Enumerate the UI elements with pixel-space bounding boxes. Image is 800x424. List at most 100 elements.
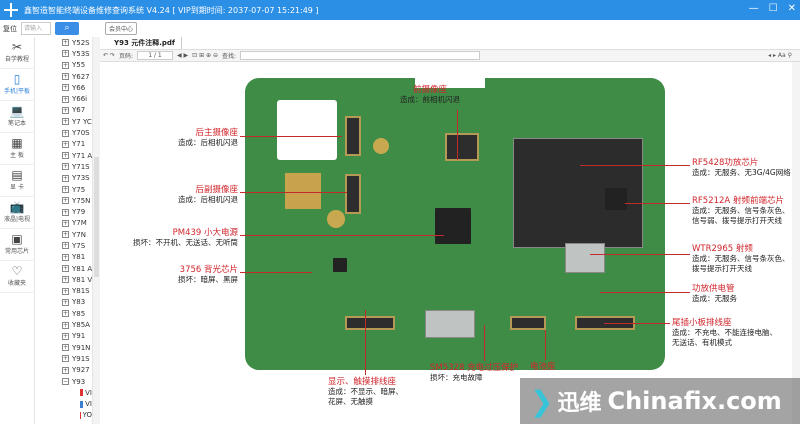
expand-icon[interactable]: + [62, 355, 69, 363]
expand-icon[interactable]: + [62, 152, 69, 160]
member-center-button[interactable]: 会员中心 [105, 22, 138, 35]
search-button[interactable]: ⌕ [55, 22, 79, 35]
expand-icon[interactable]: + [62, 118, 69, 126]
annotation-desc: 造成：无服务 [692, 294, 737, 303]
find-label: 查找: [221, 53, 237, 60]
expand-icon[interactable]: + [62, 366, 69, 374]
tree-item[interactable]: +Y91 [62, 332, 86, 341]
tree-item[interactable]: +Y66 [62, 83, 86, 92]
tree-item[interactable]: +Y55 [62, 61, 86, 70]
expand-icon[interactable]: + [62, 242, 69, 250]
expand-icon[interactable]: + [62, 174, 69, 182]
tree-item[interactable]: +Y627 [62, 72, 90, 81]
tree-item[interactable]: +Y85 [62, 309, 86, 318]
find-input[interactable] [240, 51, 481, 60]
expand-icon[interactable]: + [62, 84, 69, 92]
tree-item[interactable]: +Y91S [62, 354, 90, 363]
expand-icon[interactable]: + [62, 321, 69, 329]
expand-icon[interactable]: + [62, 231, 69, 239]
expand-icon[interactable]: + [62, 129, 69, 137]
tree-item[interactable]: +Y52S [62, 38, 90, 47]
expand-icon[interactable]: + [62, 287, 69, 295]
nav-item[interactable]: ▣常用芯片 [0, 229, 34, 261]
phone-tablet-icon: ▯ [13, 72, 21, 86]
tree-item[interactable]: +Y66i [62, 95, 88, 104]
annotation-desc: 损坏：充电故障 [430, 373, 483, 382]
expand-icon[interactable]: + [62, 106, 69, 114]
maximize-button[interactable]: ☐ [768, 3, 778, 14]
reset-button[interactable]: 复位 [3, 24, 17, 33]
tree-item[interactable]: +Y67 [62, 106, 86, 115]
expand-icon[interactable]: + [62, 208, 69, 216]
nav-item[interactable]: 💻笔记本 [0, 101, 34, 133]
nav-item[interactable]: ▯手机|平板 [0, 69, 34, 101]
annotation-desc: 损坏：暗屏、黑屏 [178, 275, 238, 284]
expand-icon[interactable]: + [62, 276, 69, 284]
expand-icon[interactable]: + [62, 73, 69, 81]
tree-item[interactable]: −Y93 [62, 377, 86, 386]
nav-item[interactable]: 📺液晶|电视 [0, 197, 34, 229]
model-dropdown[interactable]: 请输入 [21, 22, 51, 35]
tree-item[interactable]: +Y75 [62, 185, 86, 194]
tree-item[interactable]: +Y7 YC [62, 117, 92, 126]
expand-icon[interactable]: + [62, 332, 69, 340]
tree-item[interactable]: +Y71 [62, 140, 86, 149]
tree-item[interactable]: +Y7M [62, 219, 87, 228]
annotation-desc: 花屏、无触摸 [328, 397, 373, 406]
tree-item[interactable]: +Y70S [62, 129, 90, 138]
annotation-desc: 造成：不充电、不能连接电脑、 [672, 328, 777, 337]
nav-item[interactable]: ✂自学教程 [0, 37, 34, 69]
expand-icon[interactable]: + [62, 140, 69, 148]
expand-icon[interactable]: + [62, 186, 69, 193]
tree-item[interactable]: +Y83 [62, 298, 86, 307]
tree-item[interactable]: +Y81 [62, 253, 86, 262]
zoom-icons[interactable]: ⊡ ⊞ ⊕ ⊖ [192, 52, 218, 59]
close-button[interactable]: ✕ [787, 3, 796, 14]
tree-item[interactable]: +Y927 [62, 366, 90, 375]
file-icon [80, 411, 81, 419]
expand-icon[interactable]: + [62, 253, 69, 261]
tree-item[interactable]: +Y7N [62, 230, 86, 239]
tree-item[interactable]: +Y81 A [62, 264, 92, 273]
tree-file-item[interactable]: YO [80, 411, 92, 420]
tree-item[interactable]: +Y81 V [62, 275, 92, 284]
tab-pdf[interactable]: Y93 元件注释.pdf [108, 37, 182, 49]
tree-item[interactable]: +Y53S [62, 49, 90, 58]
pdf-scrollbar[interactable] [792, 62, 800, 424]
expand-icon[interactable]: + [62, 61, 69, 69]
annotation-pointer [240, 136, 342, 137]
tree-item[interactable]: +Y79 [62, 208, 86, 217]
expand-icon[interactable]: + [62, 163, 69, 171]
find-nav-icon[interactable]: ◂ ▸ Aa ⚲ [768, 52, 792, 59]
collapse-icon[interactable]: − [62, 378, 69, 386]
tree-item[interactable]: +Y85A [62, 321, 90, 330]
expand-icon[interactable]: + [62, 310, 69, 318]
tree-item[interactable]: +Y91N [62, 343, 91, 352]
prev-page-icon[interactable]: ◀ ▶ [177, 52, 189, 59]
tree-file-item[interactable]: VI [36, 399, 92, 410]
nav-label: 显 卡 [10, 184, 24, 191]
expand-icon[interactable]: + [62, 298, 69, 306]
rotate-icon[interactable]: ↶ ↷ [103, 52, 115, 59]
nav-item[interactable]: ▤显 卡 [0, 165, 34, 197]
expand-icon[interactable]: + [62, 95, 69, 103]
page-input[interactable]: 1 / 1 [137, 51, 173, 60]
tree-item[interactable]: +Y73S [62, 174, 90, 183]
nav-item[interactable]: ♡收藏夹 [0, 261, 34, 293]
tree-item[interactable]: +Y81S [62, 287, 90, 296]
tree-item[interactable]: +Y71 A [62, 151, 92, 160]
expand-icon[interactable]: + [62, 219, 69, 227]
expand-icon[interactable]: + [62, 50, 69, 58]
expand-icon[interactable]: + [62, 39, 69, 47]
nav-item[interactable]: ▦主 板 [0, 133, 34, 165]
tree-scrollbar[interactable] [92, 37, 100, 424]
tree-item[interactable]: +Y7S [62, 241, 86, 250]
expand-icon[interactable]: + [62, 265, 69, 273]
expand-icon[interactable]: + [62, 197, 69, 205]
minimize-button[interactable]: — [748, 3, 759, 14]
expand-icon[interactable]: + [62, 344, 69, 352]
tree-item[interactable]: +Y71S [62, 162, 90, 171]
tree-item[interactable]: +Y75N [62, 196, 91, 205]
annotation-desc: 拨号提示打开天线 [692, 264, 752, 273]
tree-file-item[interactable]: VI [36, 387, 92, 398]
